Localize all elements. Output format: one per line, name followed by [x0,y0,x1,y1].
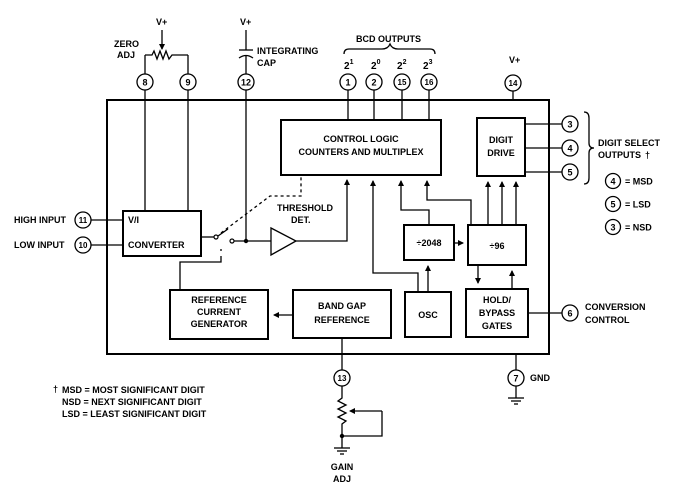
legend-msd: = MSD [625,177,653,187]
conversion-label-1: CONVERSION [585,302,646,312]
gain-adj-label-1: GAIN [331,462,354,472]
footnote-dagger: † [53,384,58,394]
gain-adj-resistor [336,386,348,448]
digit-select-dagger: † [645,150,650,160]
zero-adj-label-1: ZERO [114,39,139,49]
pin-8: 8 [142,78,147,88]
pin-9: 9 [185,78,190,88]
bandgap-label-1: BAND GAP [318,301,366,311]
div2048-block [403,224,455,261]
control-logic-label-1: CONTROL LOGIC [323,134,399,144]
footnote-lsd: LSD = LEAST SIGNIFICANT DIGIT [62,409,207,419]
gain-adj-label-2: ADJ [333,474,351,484]
bcd-bit-1: 21 [344,59,354,72]
integrating-cap-label-1: INTEGRATING [257,46,318,56]
hold-bypass-gates-block [465,288,529,338]
conversion-label-2: CONTROL [585,315,630,325]
pin-14: 14 [509,79,518,88]
hold-label-2: BYPASS [479,308,515,318]
svg-text:20: 20 [371,59,381,72]
pin-4: 4 [567,144,572,154]
control-logic-block [280,119,442,176]
integrating-cap-label-2: CAP [257,58,276,68]
div96-label: ÷96 [490,241,505,251]
pin-2: 2 [371,78,376,88]
digit-select-label-2: OUTPUTS [598,150,641,160]
pin-3: 3 [567,120,572,130]
bcd-bit-3: 23 [423,59,433,72]
bcd-bit-2: 22 [397,59,407,72]
threshold-label-1: THRESHOLD [277,203,334,213]
legend-pin-lsd: 5 [610,200,615,210]
zero-adj-label-2: ADJ [117,50,135,60]
reference-current-generator-block [169,289,269,340]
vplus-cap-label: V+ [240,17,251,27]
bcd-bit-0: 20 [371,59,381,72]
vi-label: V/I [128,215,139,225]
pin-13: 13 [338,374,347,383]
pin-12: 12 [241,78,251,88]
legend-lsd: = LSD [625,200,651,210]
vplus-zero-label: V+ [156,17,167,27]
legend-pin-nsd: 3 [610,223,615,233]
osc-label: OSC [418,310,438,320]
bcd-outputs-label: BCD OUTPUTS [356,34,421,44]
control-logic-label-2: COUNTERS AND MULTIPLEX [299,147,424,157]
zero-adj-resistor [145,49,188,61]
ref-label-2: CURRENT [197,307,242,317]
band-gap-reference-block [292,289,392,339]
pin-15: 15 [398,78,407,87]
legend-nsd: = NSD [625,223,652,233]
div2048-label: ÷2048 [417,238,442,248]
pin-11: 11 [79,216,88,225]
div96-block [467,224,527,266]
pin-5: 5 [567,168,572,178]
digit-drive-block [476,117,526,177]
gnd-label: GND [530,373,551,383]
converter-label: CONVERTER [128,240,185,250]
bandgap-label-2: REFERENCE [314,315,370,325]
chip-outline [106,99,550,355]
hold-label-3: GATES [482,321,512,331]
ref-label-3: GENERATOR [191,319,248,329]
vplus-pin14-label: V+ [509,55,520,65]
footnote-nsd: NSD = NEXT SIGNIFICANT DIGIT [62,397,202,407]
ref-label-1: REFERENCE [191,295,247,305]
footnote-msd: MSD = MOST SIGNIFICANT DIGIT [62,385,205,395]
digit-select-label-1: DIGIT SELECT [598,138,661,148]
hold-label-1: HOLD/ [483,295,511,305]
svg-text:21: 21 [344,59,354,72]
legend-pin-msd: 4 [610,177,615,187]
pin-7: 7 [513,374,518,384]
digit-drive-label-2: DRIVE [487,148,515,158]
svg-text:22: 22 [397,59,407,72]
pin-6: 6 [567,309,572,319]
pin-10: 10 [79,241,88,250]
high-input-label: HIGH INPUT [14,215,67,225]
pin-1: 1 [345,78,350,88]
svg-text:23: 23 [423,59,433,72]
threshold-detector [270,226,298,257]
vi-converter-block [122,210,202,257]
pin-16: 16 [425,78,434,87]
low-input-label: LOW INPUT [14,240,65,250]
digit-drive-label-1: DIGIT [489,135,514,145]
threshold-label-2: DET. [291,215,311,225]
